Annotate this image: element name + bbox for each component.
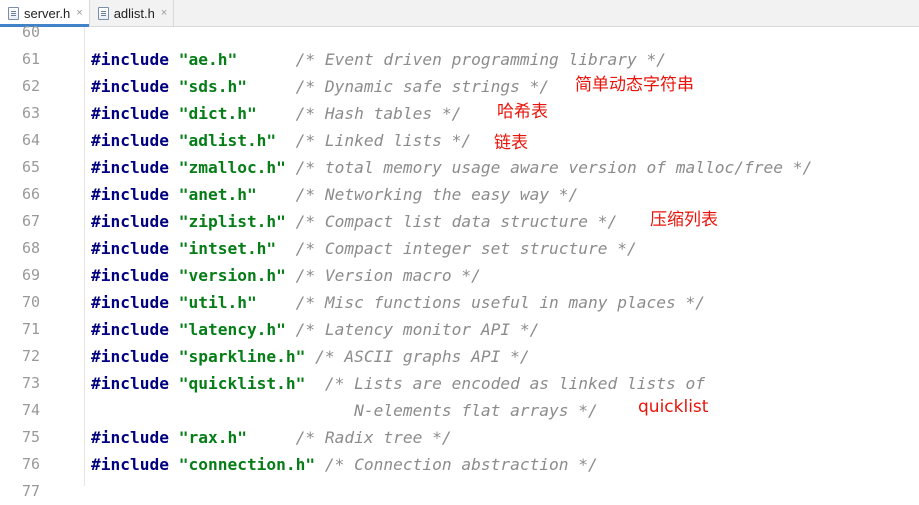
include-keyword: #include [91, 185, 179, 204]
line-number: 66 [21, 185, 40, 203]
code-line[interactable]: #include "latency.h" /* Latency monitor … [91, 316, 539, 343]
line-number: 71 [21, 320, 40, 338]
include-keyword: #include [91, 455, 179, 474]
code-comment: /* Latency monitor API */ [295, 320, 540, 339]
close-icon[interactable]: × [76, 7, 83, 19]
code-comment: /* Version macro */ [295, 266, 481, 285]
line-number: 76 [21, 455, 40, 473]
header-file-icon [8, 6, 19, 20]
annotation-adlist: 链表 [494, 133, 528, 153]
line-number: 68 [21, 239, 40, 257]
editor-tab-bar: server.h × adlist.h × [0, 0, 919, 27]
include-path-string: "version.h" [178, 266, 296, 285]
code-comment: N-elements flat arrays */ [91, 401, 598, 420]
include-keyword: #include [91, 131, 179, 150]
code-line[interactable]: #include "anet.h" /* Networking the easy… [91, 181, 578, 208]
include-keyword: #include [91, 50, 179, 69]
code-line[interactable]: #include "version.h" /* Version macro */ [91, 262, 481, 289]
include-path-string: "quicklist.h" [178, 374, 325, 393]
tab-label: adlist.h [113, 5, 155, 21]
include-keyword: #include [91, 320, 179, 339]
code-comment: /* Dynamic safe strings */ [295, 77, 550, 96]
annotation-dict: 哈希表 [497, 102, 548, 122]
code-line[interactable]: #include "sds.h" /* Dynamic safe strings… [91, 73, 549, 100]
annotation-ziplist: 压缩列表 [650, 210, 718, 230]
code-line[interactable]: #include "util.h" /* Misc functions usef… [91, 289, 705, 316]
include-path-string: "rax.h" [178, 428, 296, 447]
code-comment: /* Networking the easy way */ [295, 185, 579, 204]
annotation-sds: 简单动态字符串 [575, 75, 694, 95]
include-path-string: "sparkline.h" [178, 347, 316, 366]
code-line[interactable]: #include "zmalloc.h" /* total memory usa… [91, 154, 812, 181]
code-comment: /* Linked lists */ [295, 131, 472, 150]
line-number: 74 [21, 401, 40, 419]
include-keyword: #include [91, 293, 179, 312]
include-path-string: "intset.h" [178, 239, 296, 258]
line-number: 62 [21, 77, 40, 95]
code-line[interactable]: N-elements flat arrays */ [91, 397, 598, 424]
include-path-string: "zmalloc.h" [178, 158, 296, 177]
code-line[interactable]: #include "sparkline.h" /* ASCII graphs A… [91, 343, 530, 370]
code-comment: /* Hash tables */ [295, 104, 462, 123]
line-number: 70 [21, 293, 40, 311]
include-keyword: #include [91, 347, 179, 366]
line-number: 65 [21, 158, 40, 176]
line-number: 63 [21, 104, 40, 122]
include-path-string: "dict.h" [178, 104, 296, 123]
line-number-gutter: 60 61 62 63 64 65 66 67 68 69 70 71 72 73 74 75 76 77 [0, 23, 85, 500]
include-keyword: #include [91, 428, 179, 447]
tab-adlist-h[interactable]: adlist.h × [90, 0, 175, 26]
include-keyword: #include [91, 239, 179, 258]
line-number: 77 [21, 482, 40, 500]
code-line[interactable]: #include "ziplist.h" /* Compact list dat… [91, 208, 617, 235]
include-path-string: "adlist.h" [178, 131, 296, 150]
include-keyword: #include [91, 266, 179, 285]
code-comment: /* Misc functions useful in many places … [295, 293, 705, 312]
include-keyword: #include [91, 212, 179, 231]
include-path-string: "anet.h" [178, 185, 296, 204]
include-path-string: "connection.h" [178, 455, 325, 474]
code-line[interactable]: #include "connection.h" /* Connection ab… [91, 451, 598, 478]
code-line[interactable]: #include "rax.h" /* Radix tree */ [91, 424, 452, 451]
code-comment: /* Lists are encoded as linked lists of [324, 374, 705, 393]
include-path-string: "util.h" [178, 293, 296, 312]
line-number: 67 [21, 212, 40, 230]
code-comment: /* total memory usage aware version of m… [295, 158, 813, 177]
include-keyword: #include [91, 104, 179, 123]
line-number: 72 [21, 347, 40, 365]
code-comment: /* ASCII graphs API */ [315, 347, 530, 366]
code-line[interactable]: #include "ae.h" /* Event driven programm… [91, 46, 666, 73]
include-path-string: "ae.h" [178, 50, 296, 69]
line-number: 69 [21, 266, 40, 284]
code-line[interactable]: #include "dict.h" /* Hash tables */ [91, 100, 461, 127]
line-number: 60 [21, 23, 40, 41]
code-editor[interactable]: 60 61 62 63 64 65 66 67 68 69 70 71 72 73 74 75 76 77 #in… [0, 23, 919, 500]
include-keyword: #include [91, 374, 179, 393]
close-icon[interactable]: × [160, 7, 168, 19]
code-comment: /* Connection abstraction */ [324, 455, 598, 474]
line-number: 73 [21, 374, 40, 392]
code-comment: /* Event driven programming library */ [295, 50, 667, 69]
code-line[interactable]: #include "intset.h" /* Compact integer s… [91, 235, 637, 262]
include-keyword: #include [91, 158, 179, 177]
code-comment: /* Compact integer set structure */ [295, 239, 637, 258]
include-path-string: "latency.h" [178, 320, 296, 339]
code-comment: /* Radix tree */ [295, 428, 452, 447]
code-comment: /* Compact list data structure */ [295, 212, 618, 231]
code-line[interactable]: #include "quicklist.h" /* Lists are enco… [91, 370, 705, 397]
include-path-string: "sds.h" [178, 77, 296, 96]
include-keyword: #include [91, 77, 179, 96]
annotation-quicklist: quicklist [638, 397, 709, 417]
tab-server-h[interactable]: server.h × [0, 0, 90, 27]
line-number: 61 [21, 50, 40, 68]
include-path-string: "ziplist.h" [178, 212, 296, 231]
tab-label: server.h [24, 5, 71, 21]
header-file-icon [97, 6, 109, 20]
line-number: 64 [21, 131, 40, 149]
code-line[interactable]: #include "adlist.h" /* Linked lists */ [91, 127, 471, 154]
code-area[interactable]: #include "connection.h" /* Connection ab… [85, 27, 919, 486]
line-number: 75 [21, 428, 40, 446]
